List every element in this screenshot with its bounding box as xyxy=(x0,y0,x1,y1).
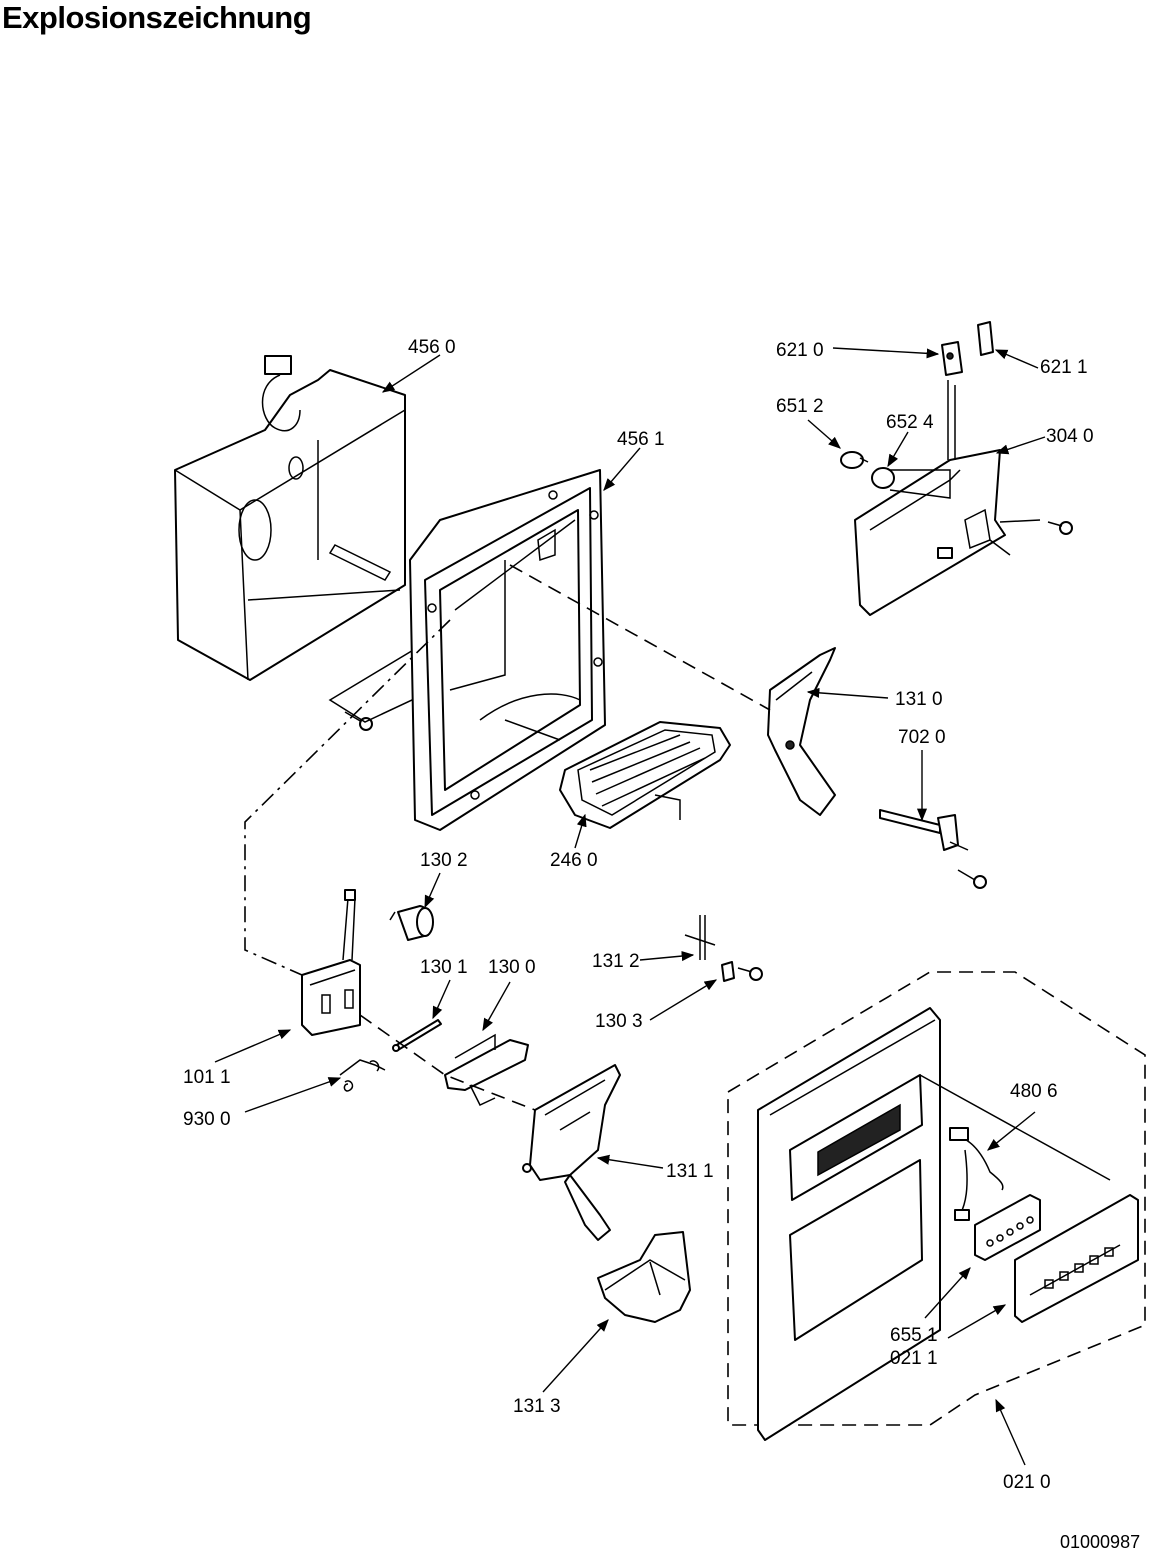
part-motor-1302 xyxy=(389,905,434,941)
callout-0211: 021 1 xyxy=(890,1348,938,1369)
guide-line xyxy=(359,1014,536,1111)
callout-0210: 021 0 xyxy=(1003,1472,1051,1493)
callout-1312: 131 2 xyxy=(592,951,640,972)
part-frame-4561 xyxy=(409,469,606,831)
guide-line xyxy=(449,560,506,691)
part-funnel-1313 xyxy=(597,1231,691,1323)
screw-icon xyxy=(344,711,373,731)
part-drip-tray-2460 xyxy=(559,721,731,829)
callout-4806: 480 6 xyxy=(1010,1081,1058,1102)
part-socket-6524 xyxy=(871,467,951,499)
part-lamp-6512 xyxy=(840,451,869,469)
callout-6210: 621 0 xyxy=(776,340,824,361)
callout-6211: 621 1 xyxy=(1040,357,1088,378)
part-shim-6211 xyxy=(977,321,994,356)
part-clip-1312 xyxy=(684,915,716,960)
callout-9300: 930 0 xyxy=(183,1109,231,1130)
callout-6512: 651 2 xyxy=(776,396,824,417)
callout-6524: 652 4 xyxy=(886,412,934,433)
screw-icon xyxy=(957,869,987,889)
part-label-plate-0211 xyxy=(1014,1194,1139,1323)
callout-1011: 101 1 xyxy=(183,1067,231,1088)
part-housing-4560 xyxy=(174,355,406,681)
callout-1300: 130 0 xyxy=(488,957,536,978)
document-number: 01000987 xyxy=(1060,1532,1140,1552)
part-module-1011 xyxy=(301,889,361,1036)
page-title: Explosionszeichnung xyxy=(2,0,312,35)
callout-1301: 130 1 xyxy=(420,957,468,978)
guide-line xyxy=(244,619,451,976)
callout-3040: 304 0 xyxy=(1046,426,1094,447)
callout-4560: 456 0 xyxy=(408,337,456,358)
part-cup-lever-1311 xyxy=(522,1064,621,1241)
leader-lines xyxy=(214,347,1046,1466)
callout-7020: 702 0 xyxy=(898,727,946,748)
callout-2460: 246 0 xyxy=(550,850,598,871)
part-shim-1303 xyxy=(721,961,735,982)
callout-1313: 131 3 xyxy=(513,1396,561,1417)
callout-1302: 130 2 xyxy=(420,850,468,871)
part-harness-4806 xyxy=(949,1127,1004,1221)
callout-6551: 655 1 xyxy=(890,1325,938,1346)
part-rod-7020 xyxy=(879,809,969,851)
part-board-6551 xyxy=(974,1194,1041,1261)
part-actuator-1300 xyxy=(444,1033,529,1106)
guide-line xyxy=(509,564,771,711)
part-lever-1310 xyxy=(767,647,836,816)
callout-1303: 130 3 xyxy=(595,1011,643,1032)
part-front-panel xyxy=(757,1007,941,1441)
part-pin-1301 xyxy=(392,1019,442,1052)
callout-1311: 131 1 xyxy=(666,1161,714,1182)
part-switch-6210 xyxy=(941,341,963,376)
callout-1310: 131 0 xyxy=(895,689,943,710)
part-spring-9300 xyxy=(339,1059,386,1092)
screw-icon xyxy=(737,967,763,981)
callout-4561: 456 1 xyxy=(617,429,665,450)
